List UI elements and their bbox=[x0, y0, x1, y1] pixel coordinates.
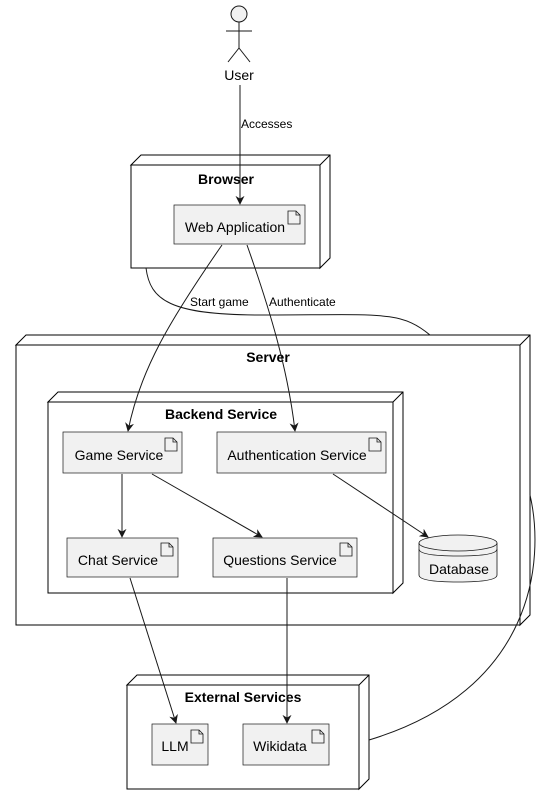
edge-game-questions bbox=[151, 473, 263, 538]
edge-label-authenticate: Authenticate bbox=[269, 295, 336, 309]
edge-authenticate: Authenticate bbox=[246, 244, 336, 432]
edge-auth-database bbox=[332, 473, 429, 538]
artifact-game-service: Game Service bbox=[62, 431, 183, 474]
llm-label: LLM bbox=[161, 738, 188, 754]
server-title: Server bbox=[246, 349, 290, 365]
database-label: Database bbox=[429, 561, 489, 577]
user-actor: User bbox=[224, 5, 254, 83]
game-service-label: Game Service bbox=[75, 447, 164, 463]
browser-title: Browser bbox=[198, 171, 255, 187]
web-application-label: Web Application bbox=[185, 219, 285, 235]
browser-server-connection bbox=[145, 267, 431, 336]
questions-service-label: Questions Service bbox=[223, 552, 337, 568]
artifact-authentication-service: Authentication Service bbox=[216, 431, 387, 474]
database: Database bbox=[418, 534, 498, 583]
edge-label-accesses: Accesses bbox=[241, 117, 292, 131]
edge-label-start-game: Start game bbox=[190, 295, 249, 309]
artifact-llm: LLM bbox=[151, 723, 209, 766]
user-label: User bbox=[224, 67, 254, 83]
edge-start-game: Start game bbox=[125, 244, 249, 432]
artifact-questions-service: Questions Service bbox=[212, 537, 358, 578]
artifact-wikidata: Wikidata bbox=[242, 723, 330, 766]
authentication-service-label: Authentication Service bbox=[227, 447, 367, 463]
external-title: External Services bbox=[185, 689, 302, 705]
wikidata-label: Wikidata bbox=[253, 738, 307, 754]
chat-service-label: Chat Service bbox=[78, 552, 158, 568]
artifact-chat-service: Chat Service bbox=[66, 537, 179, 578]
backend-title: Backend Service bbox=[165, 406, 277, 422]
server-external-connection bbox=[368, 494, 536, 741]
edge-chat-llm bbox=[129, 577, 178, 724]
artifact-web-application: Web Application bbox=[173, 204, 306, 245]
edge-accesses: Accesses bbox=[235, 85, 292, 205]
